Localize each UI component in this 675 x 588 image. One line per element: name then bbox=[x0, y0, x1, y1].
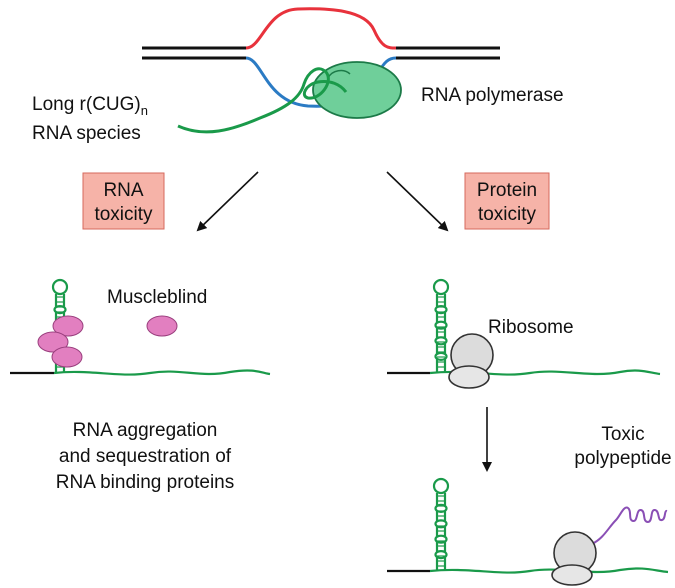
protein-toxicity-label-line2: toxicity bbox=[478, 204, 537, 225]
dna-top-strand-bubble bbox=[245, 7, 397, 50]
rna-polymerase bbox=[312, 61, 402, 119]
left-mrna bbox=[10, 369, 271, 376]
hairpin-terminal-loop bbox=[51, 278, 69, 296]
ribosome-small-subunit bbox=[551, 564, 593, 586]
ribosome-label: Ribosome bbox=[488, 317, 574, 338]
rna-polymerase-label: RNA polymerase bbox=[421, 85, 564, 106]
hairpin-bulge-loop bbox=[434, 549, 448, 560]
rna-toxicity-box: RNA toxicity bbox=[82, 172, 165, 230]
ribosome-lower bbox=[551, 506, 668, 586]
right-rna-hairpin-upper bbox=[432, 278, 450, 372]
nascent-rna-transcript bbox=[177, 67, 348, 134]
protein-toxicity-label-line1: Protein bbox=[477, 180, 537, 201]
muscleblind-protein bbox=[52, 315, 84, 337]
hairpin-bulge-loop bbox=[434, 534, 448, 544]
hairpin-bulge-loop bbox=[434, 336, 448, 346]
rna-polymerase-body bbox=[312, 61, 402, 119]
rna-toxicity-label-line1: RNA bbox=[103, 180, 143, 201]
arrow-to-rna-toxicity bbox=[196, 171, 259, 232]
muscleblind-protein bbox=[51, 346, 83, 368]
aggregation-caption-line2: and sequestration of bbox=[59, 446, 232, 467]
arrow-to-protein-toxicity bbox=[386, 171, 449, 232]
right-rna-hairpin-lower bbox=[432, 477, 450, 570]
free-muscleblind-protein bbox=[146, 315, 178, 337]
muscleblind-proteins-bound bbox=[37, 315, 84, 368]
toxic-polypeptide-label-line2: polypeptide bbox=[574, 448, 671, 469]
hairpin-bulge-loop bbox=[434, 305, 448, 315]
right-mrna-upper bbox=[387, 369, 661, 376]
muscleblind-label: Muscleblind bbox=[107, 287, 207, 308]
muscleblind-protein bbox=[37, 331, 69, 353]
hairpin-bulge-loop bbox=[53, 305, 67, 315]
left-mrna-strand bbox=[53, 369, 271, 376]
rna-toxicity-label-line2: toxicity bbox=[94, 204, 153, 225]
toxic-polypeptide-chain bbox=[591, 506, 668, 545]
hairpin-terminal-loop bbox=[432, 477, 450, 495]
ribosome-small-subunit bbox=[448, 365, 490, 389]
protein-toxicity-box: Protein toxicity bbox=[464, 172, 550, 230]
repeat-subscript: n bbox=[141, 103, 148, 118]
right-mrna-lower bbox=[387, 567, 669, 574]
toxic-polypeptide-label-line1: Toxic bbox=[601, 424, 644, 445]
long-rna-species-label: Long r(CUG)n bbox=[32, 94, 148, 118]
ribosome-upper bbox=[448, 333, 494, 389]
hairpin-bulge-loop bbox=[434, 320, 448, 330]
long-rna-species-label-line2: RNA species bbox=[32, 123, 141, 144]
hairpin-terminal-loop bbox=[432, 278, 450, 296]
aggregation-caption-line3: RNA binding proteins bbox=[56, 472, 235, 493]
aggregation-caption-line1: RNA aggregation bbox=[73, 420, 218, 441]
hairpin-bulge-loop bbox=[434, 503, 448, 513]
